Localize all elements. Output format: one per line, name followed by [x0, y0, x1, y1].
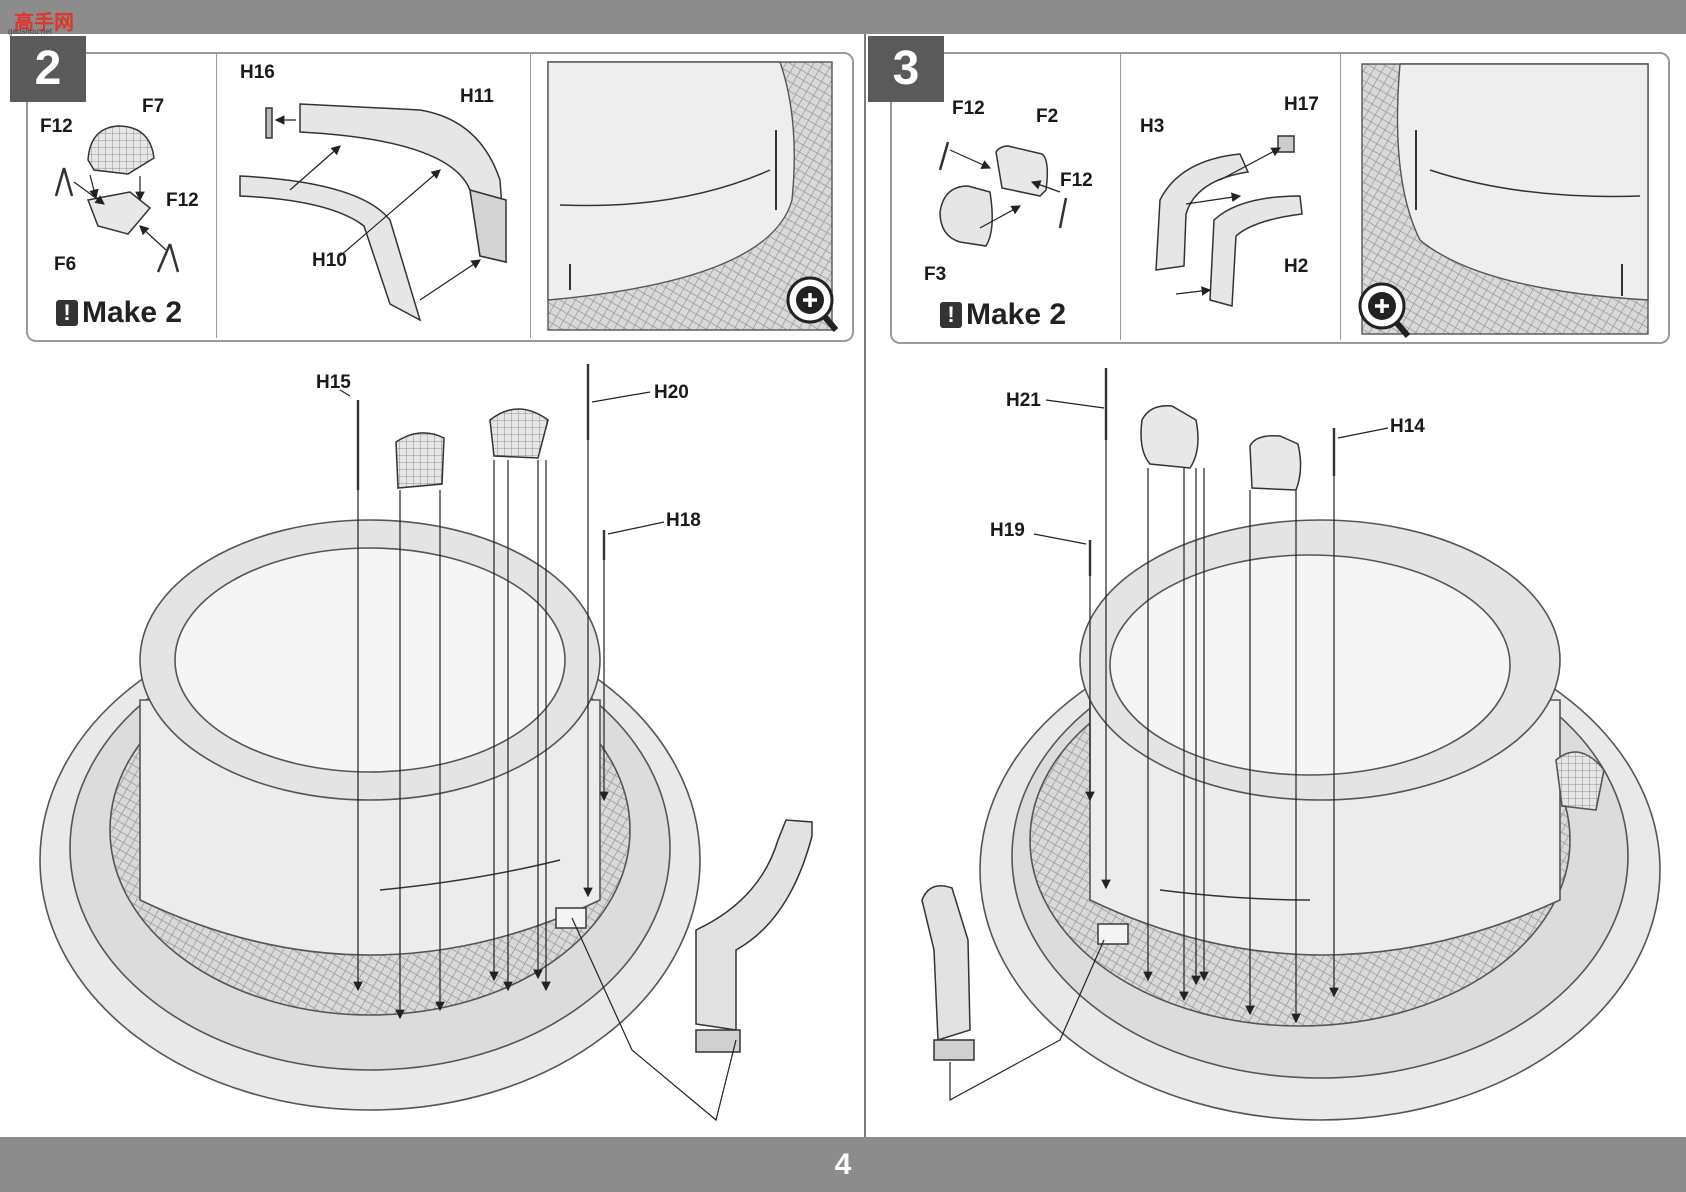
step2-label-f12-right: F12	[166, 190, 199, 211]
step3-sub-separator-2	[1340, 54, 1341, 340]
zoom-in-icon	[786, 276, 839, 332]
step2-assembly-arrows	[339, 389, 737, 1122]
step2-label-h16: H16	[240, 62, 275, 83]
step3-label-h21: H21	[1006, 390, 1041, 411]
step3-label-h17: H17	[1284, 94, 1319, 115]
step3-zoom-detail	[1361, 63, 1649, 335]
step3-badge: 3	[868, 36, 944, 102]
step2-label-h11: H11	[460, 86, 494, 107]
step2-label-h20: H20	[654, 382, 689, 403]
step3-label-h19: H19	[990, 520, 1025, 541]
warning-icon: !	[940, 302, 962, 328]
step2-label-f7: F7	[142, 96, 165, 117]
step3-make-note: !Make 2	[940, 298, 1066, 332]
step3-duct-subassembly	[1155, 135, 1303, 307]
step2-label-h18: H18	[666, 510, 701, 531]
site-logo: 高手网	[14, 12, 74, 34]
step3-drum-subassembly	[938, 141, 1068, 247]
step2-floating-parts	[356, 364, 813, 1053]
step2-duct-subassembly	[239, 103, 507, 322]
step2-label-f6: F6	[54, 254, 77, 275]
step2-basket-subassembly	[54, 125, 180, 273]
step2-sub-separator-2	[530, 54, 531, 338]
step3-label-f3: F3	[924, 264, 947, 285]
site-logo-sub: gaoshou.net	[8, 27, 53, 36]
step3-turret-base	[979, 519, 1661, 1121]
step3-label-h2: H2	[1284, 256, 1309, 277]
step2-make-note: !Make 2	[56, 296, 182, 330]
step3-make-text: Make 2	[966, 298, 1067, 331]
step3-assembly-arrows	[949, 399, 1389, 1102]
step3-label-h14: H14	[1390, 416, 1425, 437]
zoom-in-icon	[1358, 282, 1411, 338]
warning-icon: !	[56, 300, 78, 326]
step2-make-text: Make 2	[82, 296, 183, 329]
step3-label-f2: F2	[1036, 106, 1059, 127]
step2-badge: 2	[10, 36, 86, 102]
step2-label-f12-left: F12	[40, 116, 73, 137]
page-number: 4	[834, 1148, 852, 1181]
step2-label-h15: H15	[316, 372, 351, 393]
step3-floating-parts	[921, 368, 1336, 1061]
top-bar	[0, 0, 1686, 34]
step2-zoom-detail	[547, 61, 833, 331]
step3-label-f12-right: F12	[1060, 170, 1093, 191]
step2-sub-separator-1	[216, 54, 217, 338]
step2-turret-base	[39, 519, 701, 1111]
step3-label-f12-left: F12	[952, 98, 985, 119]
bottom-bar	[0, 1137, 1686, 1192]
step3-sub-separator-1	[1120, 54, 1121, 340]
center-divider	[864, 34, 866, 1137]
step3-label-h3: H3	[1140, 116, 1165, 137]
step2-label-h10: H10	[312, 250, 347, 271]
